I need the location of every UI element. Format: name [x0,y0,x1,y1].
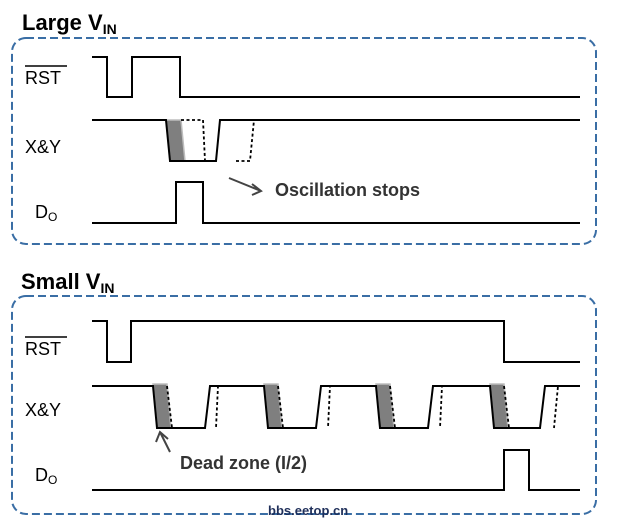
small-rst-wave [92,320,580,363]
small-annotation-arrow [155,430,171,453]
small-xy-dashed [166,385,559,429]
large-xy-wave [92,119,580,162]
small-xy-label: X&Y [25,400,61,420]
small-rst-label: RST [25,339,61,359]
panel-small-title: Small VIN [21,269,114,296]
panel-large-frame [11,37,597,245]
panel-small-frame [11,295,597,515]
small-annotation: Dead zone (I/2) [180,453,307,473]
large-rst-wave [92,56,580,98]
large-annotation-arrow [228,177,263,196]
panel-large-title: Large VIN [22,10,117,37]
watermark: bbs.eetop.cn [268,503,348,518]
large-xy-dashed [181,119,255,162]
small-do-label: DO [35,465,57,487]
large-do-wave [92,181,580,224]
small-xy-wave [92,385,580,429]
large-xy-label: X&Y [25,137,61,157]
large-do-label: DO [35,202,57,224]
small-do-wave [92,449,580,491]
large-annotation: Oscillation stops [275,180,420,200]
large-rst-label: RST [25,68,61,88]
